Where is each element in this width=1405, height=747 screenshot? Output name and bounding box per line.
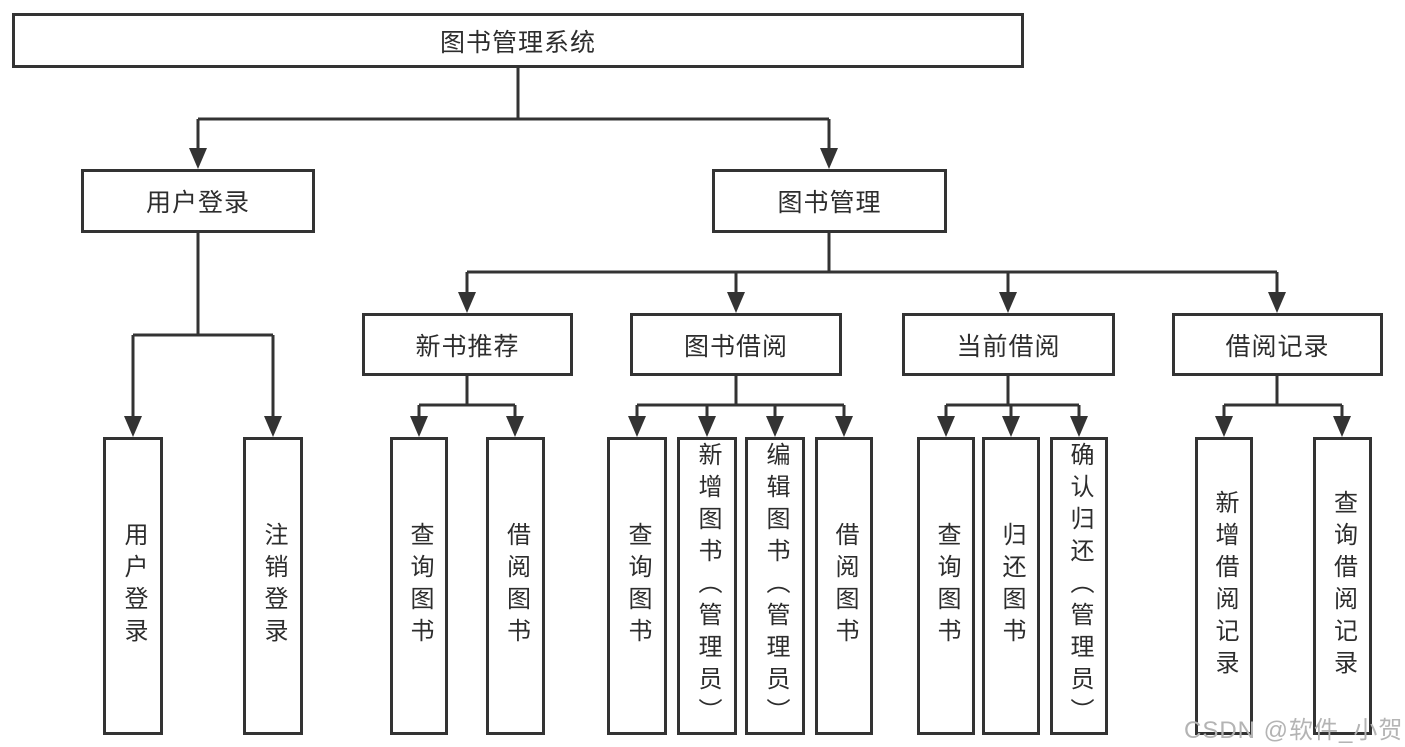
connector-borrow-records-to-leaves	[1222, 376, 1344, 419]
leaf-borrow-books-recommend: 借阅图书	[486, 437, 545, 735]
leaf-borrow-books-label: 借阅图书	[831, 522, 858, 650]
leaf-add-book-admin: 新增图书（管理员）	[677, 437, 737, 735]
leaf-borrow-books-recommend-label: 借阅图书	[502, 522, 530, 650]
node-borrow-records: 借阅记录	[1172, 313, 1383, 376]
leaf-query-books-recommend-label: 查询图书	[406, 522, 433, 650]
node-book-borrow: 图书借阅	[630, 313, 842, 376]
connector-book-borrow-to-leaves	[635, 376, 846, 419]
connector-current-borrow-to-leaves	[944, 376, 1081, 419]
leaf-query-books-recommend: 查询图书	[390, 437, 448, 735]
node-borrow-records-label: 借阅记录	[1225, 332, 1330, 361]
leaf-query-books-current: 查询图书	[917, 437, 975, 735]
node-user-login: 用户登录	[81, 169, 315, 233]
leaf-borrow-books: 借阅图书	[815, 437, 873, 735]
arrowheads-borrow-records-leaves	[1215, 416, 1351, 437]
node-book-borrow-label: 图书借阅	[683, 332, 788, 361]
node-library-system-label: 图书管理系统	[439, 28, 596, 57]
node-new-book-recommend: 新书推荐	[362, 313, 573, 376]
leaf-return-books-label: 归还图书	[998, 522, 1025, 650]
leaf-query-books-current-label: 查询图书	[933, 522, 960, 650]
arrowheads-level2	[189, 148, 838, 169]
node-new-book-recommend-label: 新书推荐	[415, 332, 520, 361]
leaf-user-login: 用户登录	[103, 437, 163, 735]
leaf-query-borrow-record: 查询借阅记录	[1313, 437, 1372, 735]
leaf-confirm-return-admin-label: 确认归还（管理员）	[1066, 442, 1093, 730]
leaf-add-borrow-record-label: 新增借阅记录	[1211, 490, 1238, 682]
node-library-system: 图书管理系统	[12, 13, 1024, 68]
leaf-edit-book-admin: 编辑图书（管理员）	[745, 437, 805, 735]
leaf-query-borrow-record-label: 查询借阅记录	[1329, 490, 1357, 682]
connector-root-to-level2	[196, 68, 831, 151]
arrowheads-book-borrow-leaves	[628, 416, 853, 437]
leaf-query-books-borrow: 查询图书	[607, 437, 667, 735]
node-book-management: 图书管理	[712, 169, 947, 233]
leaf-edit-book-admin-label: 编辑图书（管理员）	[762, 442, 789, 730]
leaf-logout-label: 注销登录	[260, 522, 287, 650]
leaf-confirm-return-admin: 确认归还（管理员）	[1050, 437, 1108, 735]
leaf-add-book-admin-label: 新增图书（管理员）	[694, 442, 721, 730]
leaf-return-books: 归还图书	[982, 437, 1040, 735]
leaf-add-borrow-record: 新增借阅记录	[1195, 437, 1253, 735]
arrowheads-current-borrow-leaves	[937, 416, 1088, 437]
node-book-management-label: 图书管理	[777, 189, 882, 217]
node-user-login-label: 用户登录	[145, 189, 250, 217]
node-current-borrow: 当前借阅	[902, 313, 1115, 376]
node-current-borrow-label: 当前借阅	[956, 332, 1061, 361]
arrowheads-level3	[458, 292, 1286, 313]
connector-book-mgmt-to-level3	[465, 233, 1279, 295]
arrowheads-new-book-leaves	[410, 416, 524, 437]
csdn-watermark: CSDN @软件_小贺同学	[1184, 717, 1405, 744]
leaf-user-login-label: 用户登录	[120, 522, 147, 650]
connector-new-book-to-leaves	[417, 376, 517, 419]
connector-user-login-to-leaves	[131, 233, 275, 419]
leaf-query-books-borrow-label: 查询图书	[624, 522, 651, 650]
arrowheads-user-login-leaves	[124, 416, 282, 437]
leaf-logout: 注销登录	[243, 437, 303, 735]
